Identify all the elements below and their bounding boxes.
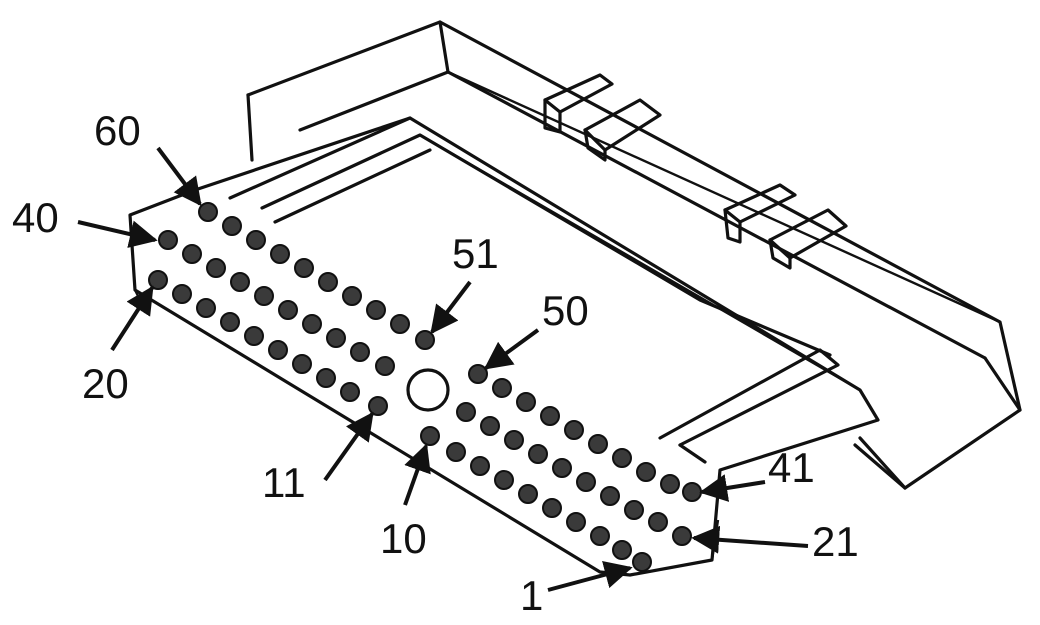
rear-housing — [246, 20, 1022, 490]
arrow-11 — [323, 411, 374, 482]
arrow-60 — [156, 146, 202, 207]
polarization-hole — [406, 368, 450, 412]
arrow-51 — [430, 280, 472, 335]
label-pin-50: 50 — [542, 287, 589, 334]
pin-row-bottom-left — [148, 270, 388, 416]
label-pin-10: 10 — [380, 515, 427, 562]
latch-tab-upper — [543, 73, 662, 162]
pin-row-top-left — [198, 202, 435, 350]
label-pin-51: 51 — [452, 230, 499, 277]
arrow-20 — [110, 285, 154, 352]
arrow-10 — [403, 443, 431, 506]
label-pin-20: 20 — [82, 360, 129, 407]
latch-tab-lower — [723, 183, 848, 270]
label-pin-1: 1 — [520, 572, 543, 619]
pin-row-bottom-right — [420, 426, 652, 572]
leader-arrows — [77, 146, 809, 592]
arrow-21 — [691, 525, 809, 554]
pin-row-top-right — [468, 364, 702, 502]
pin-row-middle-right — [456, 402, 692, 546]
arrow-41 — [699, 474, 766, 502]
pin-row-middle-left — [158, 230, 395, 376]
label-pin-21: 21 — [812, 518, 859, 565]
arrow-50 — [483, 328, 540, 370]
label-pin-41: 41 — [768, 444, 815, 491]
label-pin-60: 60 — [94, 107, 141, 154]
connector-face — [128, 116, 880, 577]
arrow-40 — [77, 220, 158, 248]
label-pin-11: 11 — [262, 459, 306, 506]
arrow-1 — [547, 561, 633, 592]
label-pin-40: 40 — [12, 194, 59, 241]
